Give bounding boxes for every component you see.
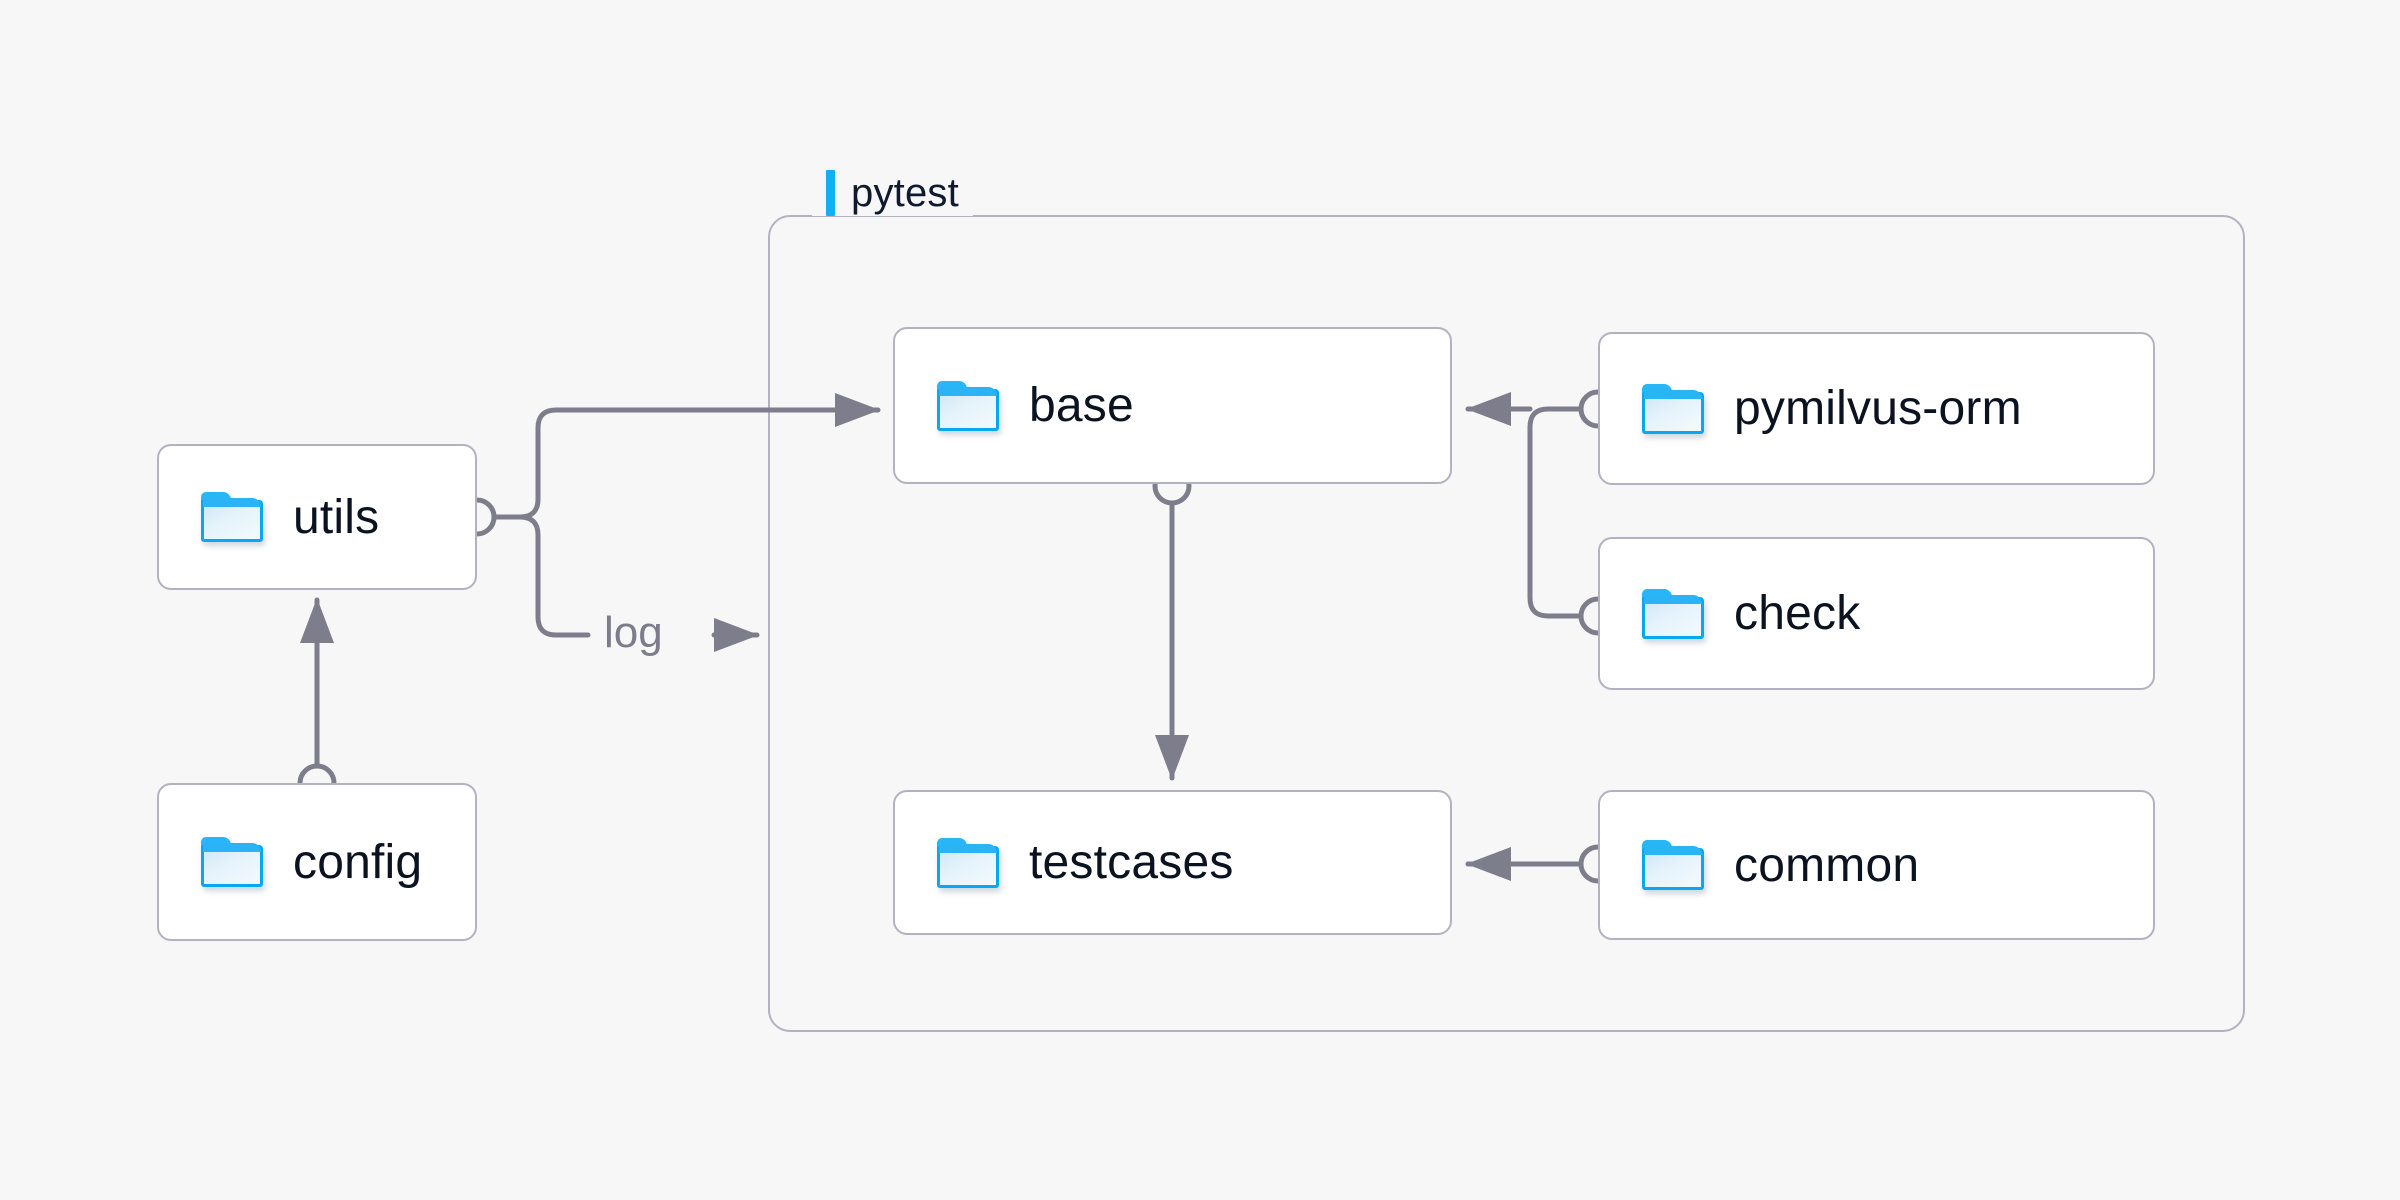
node-label-utils: utils [293, 490, 380, 544]
edge-config-to-utils [297, 597, 337, 803]
folder-icon [201, 492, 263, 542]
edge-label-log: log [604, 608, 663, 657]
edge-utils-to-log [491, 514, 591, 638]
node-common[interactable]: common [1598, 790, 2155, 940]
accent-bar-icon [826, 170, 835, 216]
pytest-group-title: pytest [851, 170, 959, 215]
node-testcases[interactable]: testcases [893, 790, 1452, 935]
node-label-base: base [1029, 379, 1134, 432]
folder-icon [1642, 383, 1704, 434]
node-label-check: check [1734, 587, 1861, 640]
folder-icon [1642, 588, 1704, 639]
node-base[interactable]: base [893, 327, 1452, 484]
node-config[interactable]: config [157, 783, 477, 941]
node-check[interactable]: check [1598, 537, 2155, 690]
node-pymilvus-orm[interactable]: pymilvus-orm [1598, 332, 2155, 485]
node-utils[interactable]: utils [157, 444, 477, 590]
node-label-pymilvus-orm: pymilvus-orm [1734, 382, 2022, 435]
pytest-group-frame [768, 215, 2245, 1032]
folder-icon [1642, 840, 1704, 890]
node-label-testcases: testcases [1029, 836, 1234, 889]
pytest-group-label: pytest [812, 170, 973, 216]
folder-icon [201, 837, 263, 887]
folder-icon [937, 837, 999, 888]
folder-icon [937, 380, 999, 431]
node-label-common: common [1734, 838, 1920, 892]
node-label-config: config [293, 835, 423, 889]
